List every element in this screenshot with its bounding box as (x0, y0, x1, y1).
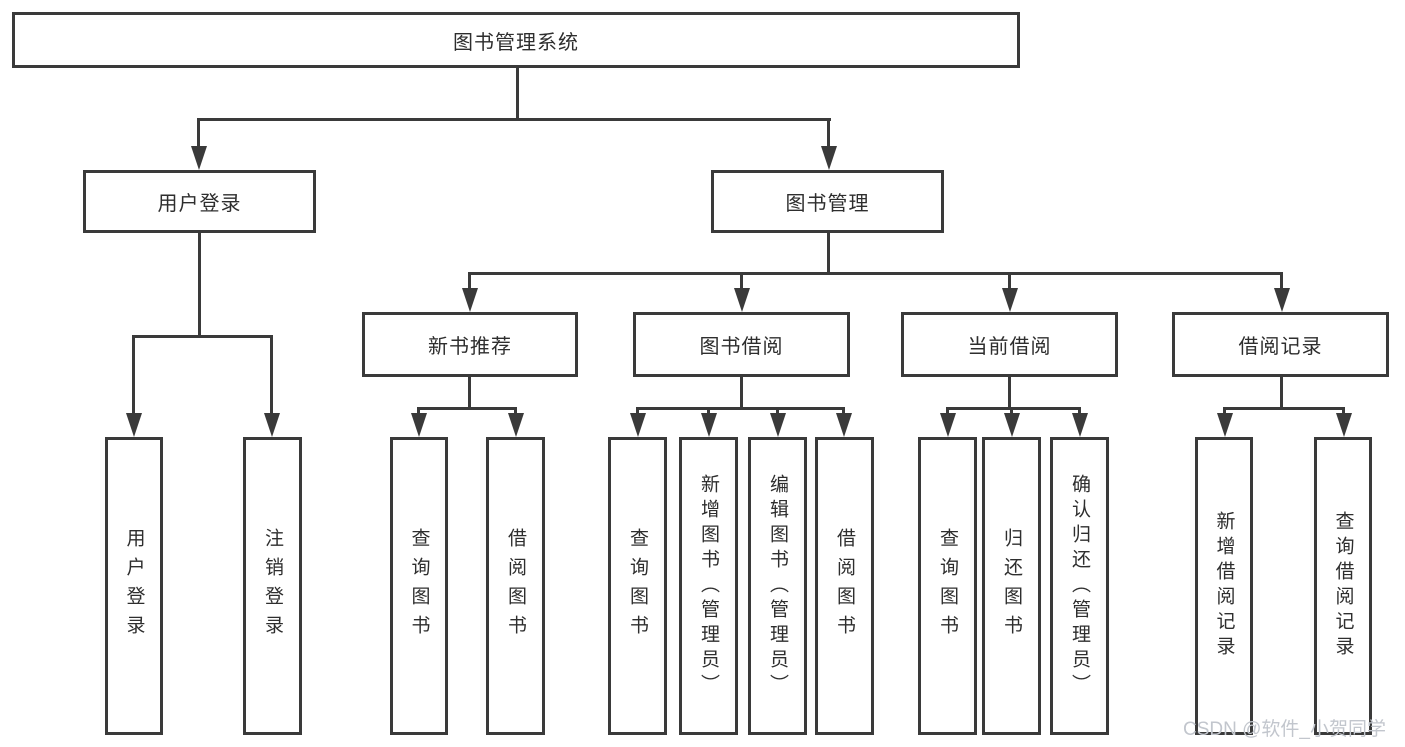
arrowhead-icon (734, 288, 750, 312)
connector-line (417, 407, 517, 410)
arrowhead-icon (462, 288, 478, 312)
connector-line (1008, 375, 1011, 409)
connector-line (198, 231, 201, 337)
node-root-library-system: 图书管理系统 (12, 12, 1020, 68)
arrowhead-icon (1002, 288, 1018, 312)
csdn-watermark: CSDN @软件_小贺同学 (1183, 719, 1386, 740)
connector-line (468, 272, 1283, 275)
connector-line (636, 407, 639, 417)
connector-line (1008, 272, 1011, 292)
leaf-return-books: 归还图书 (982, 437, 1041, 735)
node-current-borrow: 当前借阅 (901, 312, 1118, 377)
node-new-book-recommend: 新书推荐 (362, 312, 578, 377)
connector-line (270, 335, 273, 417)
connector-line (1280, 375, 1283, 409)
arrowhead-icon (701, 413, 717, 437)
leaf-borrow-books-recommend: 借阅图书 (486, 437, 545, 735)
leaf-logout: 注销登录 (243, 437, 302, 735)
connector-line (1078, 407, 1081, 417)
arrowhead-icon (264, 413, 280, 437)
arrowhead-icon (821, 146, 837, 170)
arrowhead-icon (126, 413, 142, 437)
leaf-add-books-admin: 新增图书（管理员） (679, 437, 738, 735)
leaf-add-borrow-record: 新增借阅记录 (1195, 437, 1253, 735)
arrowhead-icon (1274, 288, 1290, 312)
connector-line (1223, 407, 1226, 417)
node-user-login: 用户登录 (83, 170, 316, 233)
arrowhead-icon (770, 413, 786, 437)
connector-line (132, 335, 135, 417)
arrowhead-icon (940, 413, 956, 437)
connector-line (1223, 407, 1344, 410)
arrowhead-icon (508, 413, 524, 437)
node-book-management: 图书管理 (711, 170, 944, 233)
arrowhead-icon (1072, 413, 1088, 437)
node-book-borrow: 图书借阅 (633, 312, 850, 377)
connector-line (516, 66, 519, 120)
leaf-query-books-borrow: 查询图书 (608, 437, 667, 735)
leaf-edit-books-admin: 编辑图书（管理员） (748, 437, 807, 735)
arrowhead-icon (1217, 413, 1233, 437)
connector-line (842, 407, 845, 417)
connector-line (776, 407, 779, 417)
connector-line (197, 118, 200, 150)
connector-line (946, 407, 1080, 410)
connector-line (740, 272, 743, 292)
arrowhead-icon (1004, 413, 1020, 437)
leaf-query-books-current: 查询图书 (918, 437, 977, 735)
connector-line (1280, 272, 1283, 292)
connector-line (636, 407, 845, 410)
node-borrow-records: 借阅记录 (1172, 312, 1389, 377)
connector-line (827, 118, 830, 150)
leaf-borrow-books: 借阅图书 (815, 437, 874, 735)
leaf-user-login: 用户登录 (105, 437, 163, 735)
arrowhead-icon (1336, 413, 1352, 437)
connector-line (740, 375, 743, 409)
connector-line (514, 407, 517, 417)
connector-line (827, 231, 830, 274)
connector-line (417, 407, 420, 417)
leaf-confirm-return-admin: 确认归还（管理员） (1050, 437, 1109, 735)
arrowhead-icon (191, 146, 207, 170)
connector-line (197, 118, 831, 121)
leaf-query-borrow-record: 查询借阅记录 (1314, 437, 1372, 735)
arrowhead-icon (411, 413, 427, 437)
arrowhead-icon (630, 413, 646, 437)
leaf-query-books-recommend: 查询图书 (390, 437, 448, 735)
arrowhead-icon (836, 413, 852, 437)
connector-line (1010, 407, 1013, 417)
connector-line (946, 407, 949, 417)
connector-line (132, 335, 273, 338)
connector-line (707, 407, 710, 417)
connector-line (1342, 407, 1345, 417)
connector-line (468, 272, 471, 292)
connector-line (468, 375, 471, 409)
